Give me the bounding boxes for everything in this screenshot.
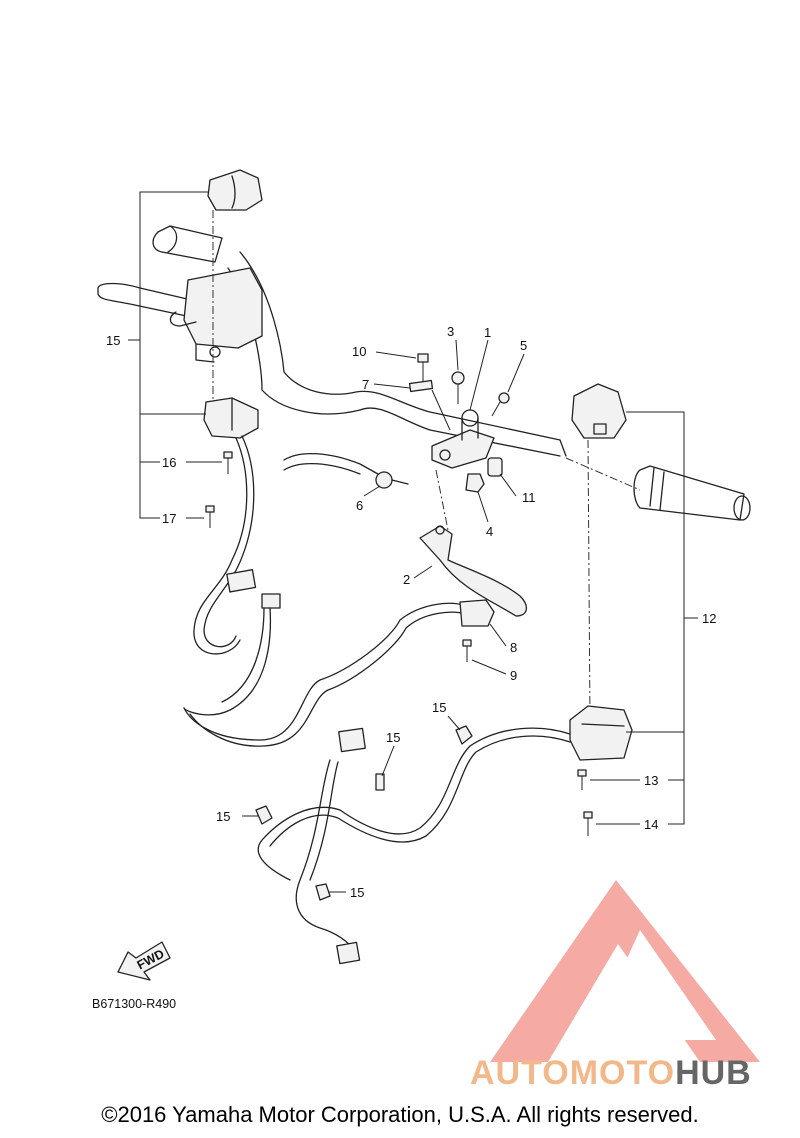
adjuster-6 [283,452,409,489]
callout-11: 11 [522,490,536,505]
callout-17: 16 [162,455,176,470]
diagram-part-code: B671300-R490 [92,997,176,1011]
clutch-switch-8 [459,599,495,627]
callout-5: 5 [520,338,527,353]
automotohub-logo-mark [490,880,760,1062]
callout-7: 7 [362,377,369,392]
leader-lines [128,191,698,893]
axis-line-lever [435,469,449,531]
plate-7 [408,379,434,393]
screw-13 [577,769,587,790]
callout-14: 14 [644,817,658,832]
switch-housing-upper-left [207,169,263,211]
lever-2 [419,525,527,617]
callout-12: 12 [702,611,716,626]
callout-15-b: 15 [386,730,400,745]
right-throttle-grip [633,465,751,521]
screw-9 [462,639,472,662]
bolt-10 [417,353,429,384]
callout-16: 15 [106,333,120,348]
cover-11 [487,457,503,477]
switch-housing-upper-right [571,383,627,439]
left-handlebar-assembly [97,225,561,457]
automotohub-watermark-text: AUTOMOTOHUB [470,1054,752,1093]
callout-4: 4 [486,524,493,539]
right-switch-harness [255,725,571,965]
bar-end [559,439,567,457]
callout-3: 3 [447,324,454,339]
screw-14 [583,811,593,836]
switch-housing-lower-left [203,397,259,439]
callout-15-d: 15 [350,885,364,900]
callout-15-c: 15 [216,809,230,824]
callout-9: 9 [510,668,517,683]
callout-labels: 1 2 3 4 5 6 7 8 9 10 11 12 13 14 15 15 1… [106,324,716,900]
clutch-lever-holder [431,409,495,469]
callout-18: 17 [162,511,176,526]
fwd-arrow-icon: FWD [117,941,171,981]
callout-15-a: 15 [432,700,446,715]
watermark-word-b: HUB [675,1054,752,1092]
axis-line-right [587,439,591,721]
callout-1: 1 [484,325,491,340]
screw-5 [491,392,510,417]
callout-2: 2 [403,572,410,587]
screw-17 [223,451,233,474]
watermark-word-a: AUTOMOTO [470,1054,676,1092]
switch-housing-lower-right [569,705,633,761]
callout-6: 6 [356,498,363,513]
nut-4 [465,473,485,493]
screw-18 [205,505,215,528]
left-switch-harness [183,435,467,747]
axis-line-throttle [565,457,641,491]
callout-13: 13 [644,773,658,788]
callout-8: 8 [510,640,517,655]
bolt-3 [451,371,465,404]
copyright-notice: ©2016 Yamaha Motor Corporation, U.S.A. A… [101,1102,699,1127]
callout-10: 10 [352,344,366,359]
